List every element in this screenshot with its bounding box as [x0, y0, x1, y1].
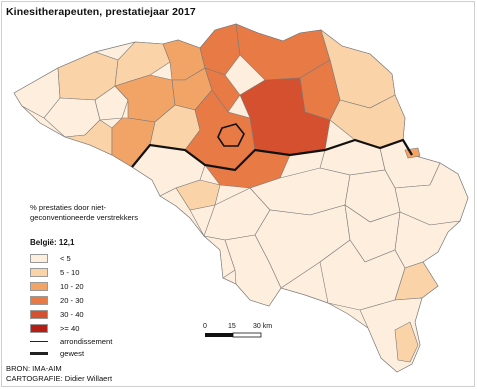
legend-swatch — [30, 254, 48, 263]
legend-heading: % prestaties door niet-geconventioneerde… — [30, 203, 139, 222]
scale-bar-black — [205, 333, 233, 337]
legend-label: >= 40 — [60, 324, 80, 333]
legend-label: arrondissement — [60, 337, 113, 346]
legend-swatch — [30, 282, 48, 291]
legend-item-gewest: gewest — [30, 348, 84, 359]
district-virton — [394, 321, 419, 363]
legend-swatch — [30, 268, 48, 277]
district-philippeville — [224, 234, 282, 307]
scale-bar-white — [232, 332, 262, 338]
scale-label-30: 30 km — [253, 323, 273, 330]
source-credit: BRON: IMA-AIM — [6, 364, 62, 373]
map-title: Kinesitherapeuten, prestatiejaar 2017 — [6, 6, 196, 18]
legend-item-lt5: < 5 — [30, 253, 71, 264]
district-leuven — [239, 77, 331, 156]
legend-label: gewest — [60, 349, 85, 358]
cartography-credit: CARTOGRAFIE: Didier Willaert — [6, 374, 113, 383]
scale-label-15: 15 — [228, 323, 236, 330]
legend-line-thin — [30, 341, 48, 342]
district-thuin — [202, 235, 236, 279]
legend-swatch — [30, 296, 48, 305]
legend-label: 5 - 10 — [60, 268, 80, 277]
legend-swatch — [30, 324, 48, 333]
scale-label-0: 0 — [203, 323, 207, 330]
region-border — [131, 138, 413, 172]
district-brussel — [217, 123, 245, 147]
legend-item-gte40: >= 40 — [30, 323, 79, 334]
legend-label: 10 - 20 — [60, 282, 84, 291]
legend-item-arrondissement: arrondissement — [30, 336, 112, 347]
legend-label: < 5 — [60, 254, 71, 263]
legend-swatch — [30, 310, 48, 319]
legend-item-30-40: 30 - 40 — [30, 309, 84, 320]
legend-item-5-10: 5 - 10 — [30, 267, 79, 278]
legend-label: 20 - 30 — [60, 296, 84, 305]
district-mechelen — [204, 67, 241, 113]
legend-belgie-average: België: 12,1 — [30, 238, 75, 247]
legend-item-20-30: 20 - 30 — [30, 295, 84, 306]
district-tielt — [94, 85, 129, 121]
legend-item-10-20: 10 - 20 — [30, 281, 84, 292]
legend-line-thick — [30, 352, 48, 355]
district-verviers-north — [404, 147, 421, 159]
legend-label: 30 - 40 — [60, 310, 84, 319]
